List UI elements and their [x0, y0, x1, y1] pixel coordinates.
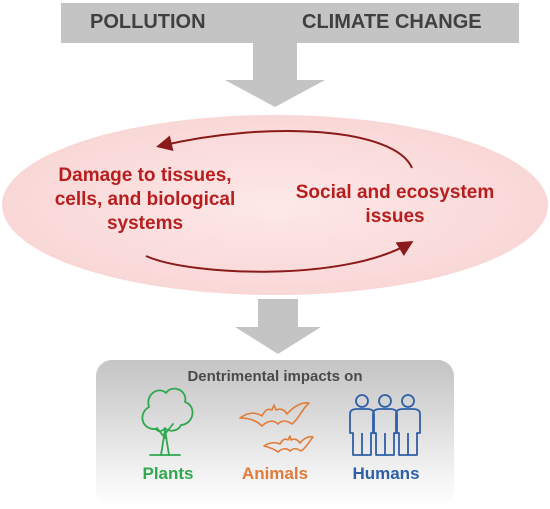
down-arrow-middle	[235, 299, 321, 354]
damage-line-1: Damage to tissues,	[58, 165, 232, 186]
social-line-2: issues	[365, 206, 425, 227]
down-arrow-top	[225, 43, 325, 107]
pollution-label: POLLUTION	[90, 11, 206, 33]
damage-line-3: systems	[106, 213, 184, 234]
cycle-arrow-bottom	[145, 240, 414, 273]
humans-label: Humans	[352, 464, 420, 483]
damage-text: Damage to tissues, cells, and biological…	[14, 164, 276, 236]
social-line-1: Social and ecosystem	[295, 182, 495, 203]
damage-line-2: cells, and biological	[54, 189, 236, 210]
plants-label: Plants	[142, 464, 194, 483]
climate-change-label: CLIMATE CHANGE	[302, 11, 482, 33]
tree-icon	[141, 387, 194, 456]
impacts-title: Dentrimental impacts on	[187, 368, 363, 385]
bats-icon	[239, 402, 314, 453]
top-banner	[61, 3, 519, 43]
social-ecosystem-text: Social and ecosystem issues	[290, 181, 500, 229]
people-icon	[349, 394, 421, 456]
animals-label: Animals	[241, 464, 309, 483]
cycle-arrow-top	[156, 130, 413, 169]
